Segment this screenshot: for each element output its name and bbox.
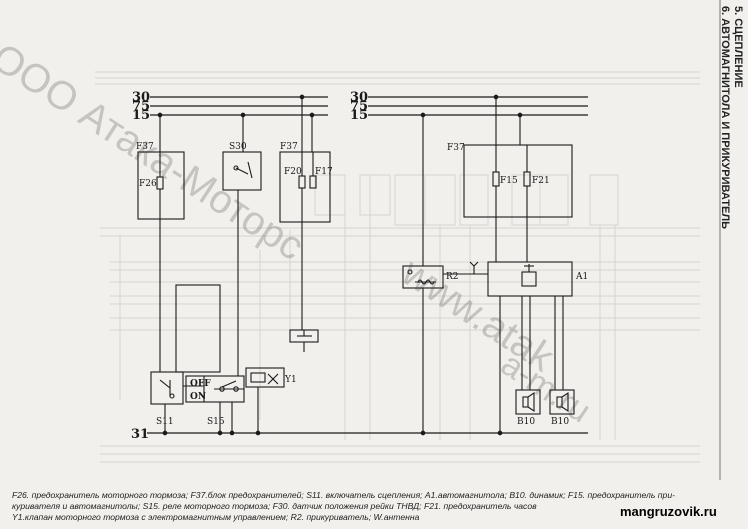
fuse-f20: [298, 175, 306, 189]
caption-line: куривателя и автомагнитолы; S15. реле мо…: [12, 501, 537, 511]
bus-label-30-left: 30: [132, 90, 150, 105]
lighter-r2: [402, 265, 444, 289]
label-f37-mid: F37: [280, 142, 298, 152]
clutch-switch-s11: [150, 371, 184, 405]
label-s15: S15: [207, 417, 225, 427]
switch-s30: [222, 151, 262, 191]
valve-y1: [245, 367, 285, 388]
label-f37-left: F37: [136, 142, 154, 152]
label-f20: F20: [284, 167, 302, 177]
bleed-through-lines: [95, 71, 700, 463]
fuse-block-f37-right: [463, 144, 573, 218]
fuse-f26: [156, 176, 164, 190]
label-r2: R2: [446, 272, 459, 282]
label-b10-right: B10: [551, 417, 569, 427]
label-s15-off: OFF: [190, 379, 211, 389]
label-f17: F17: [315, 167, 333, 177]
fuse-f21: [523, 171, 531, 187]
label-f15: F15: [500, 176, 518, 186]
label-s30: S30: [229, 142, 247, 152]
speaker-b10-right: [549, 389, 575, 415]
bus-label-75-left: 75: [132, 99, 150, 114]
label-s15-on: ON: [190, 392, 206, 402]
label-y1: Y1: [284, 375, 297, 385]
label-f21: F21: [532, 176, 550, 186]
speaker-b10-left: [515, 389, 541, 415]
label-s11: S11: [156, 417, 174, 427]
bus-label-15-left: 15: [132, 108, 150, 123]
fuse-f15: [492, 171, 500, 187]
label-a1: A1: [575, 272, 588, 282]
relay-box-outline: [175, 284, 221, 373]
side-heading-radio: 6. АВТОМАГНИТОЛА И ПРИКУРИВАТЕЛЬ: [719, 6, 731, 229]
site-watermark: mangruzovik.ru: [617, 504, 720, 519]
bus-label-75-right: 75: [350, 99, 368, 114]
fuse-block-f37-mid: [279, 151, 331, 223]
bus-label-30-right: 30: [350, 90, 368, 105]
figure-caption: F26. предохранитель моторного тормоза; F…: [12, 490, 724, 523]
caption-line: F26. предохранитель моторного тормоза; F…: [12, 490, 675, 500]
side-heading-clutch: 5. СЦЕПЛЕНИЕ: [732, 6, 744, 88]
bus-lines-right: [368, 96, 588, 116]
label-f37-right: F37: [447, 143, 465, 153]
bus-lines-left: [150, 96, 328, 116]
bus-label-15-right: 15: [350, 108, 368, 123]
label-f26: F26: [139, 179, 157, 189]
caption-line: Y1.клапан моторного тормоза с электромаг…: [12, 512, 420, 522]
ground-label-31: 31: [131, 427, 149, 442]
fuse-block-f37-left: [137, 151, 185, 220]
radio-a1: [487, 261, 573, 297]
label-b10-left: B10: [517, 417, 535, 427]
